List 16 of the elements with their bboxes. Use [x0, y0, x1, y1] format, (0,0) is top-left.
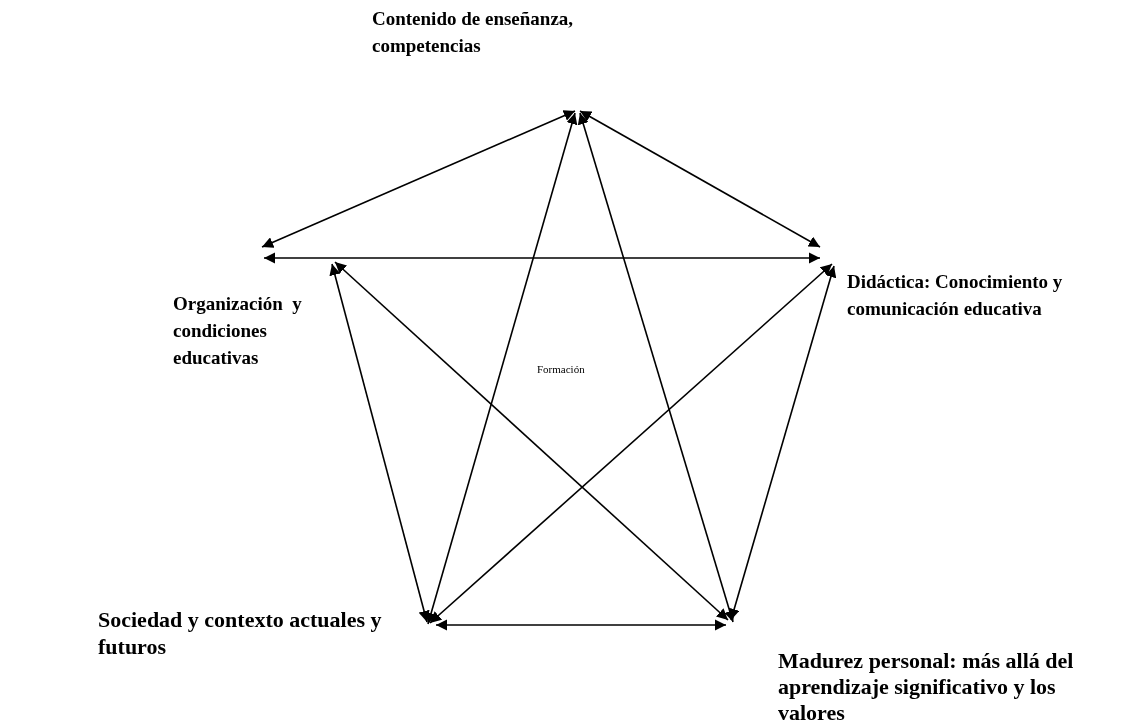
- concept-label: Sociedad y contexto actuales y futuros: [98, 606, 428, 660]
- double-arrow: [334, 261, 729, 621]
- center-label: Formación: [537, 363, 585, 375]
- double-arrow: [425, 112, 578, 625]
- double-arrow: [577, 112, 736, 623]
- double-arrow: [728, 265, 837, 621]
- double-arrow: [429, 263, 833, 624]
- double-arrow: [435, 619, 727, 631]
- concept-label: Contenido de enseñanza, competencias: [372, 5, 612, 59]
- concept-label: Madurez personal: más allá del aprendizaje significativo y los valores: [778, 648, 1123, 726]
- double-arrow: [263, 252, 821, 264]
- double-arrow: [579, 110, 821, 248]
- double-arrow: [329, 263, 430, 623]
- concept-label: Organización y condiciones educativas: [173, 290, 323, 371]
- concept-label: Didáctica: Conocimiento y comunicación educativa: [847, 268, 1142, 322]
- double-arrow: [261, 110, 576, 248]
